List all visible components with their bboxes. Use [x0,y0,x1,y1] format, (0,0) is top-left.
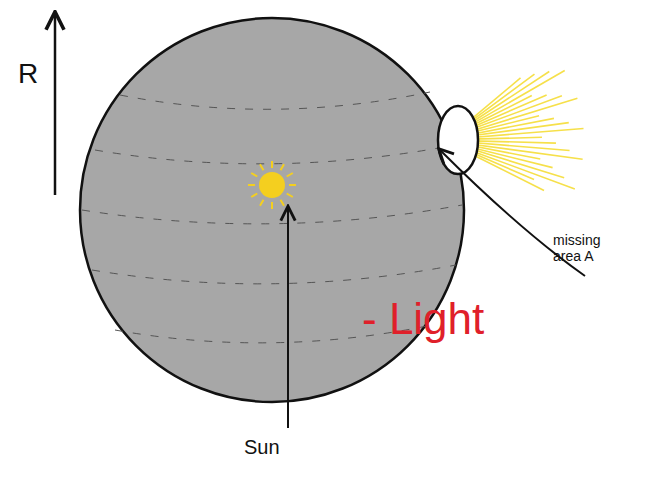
sun-ray [289,184,296,186]
sun-ray [260,164,264,170]
sun-ray [260,200,264,206]
light-ray [472,137,542,139]
sun-ray [281,200,285,206]
sun-ray [251,173,257,177]
sun-ray [248,184,255,186]
light-ray [471,154,544,191]
radius-arrow [54,14,57,195]
sun-ray [271,202,273,209]
light-rays [469,70,583,190]
light-ray [471,98,577,131]
light-ray [471,96,562,130]
callout-label: missing area A [553,232,617,264]
sun-ray [271,161,273,168]
sun-ray [251,194,257,198]
note-text: - Light [362,294,484,345]
sun-label: Sun [244,436,280,459]
sun-ray [287,194,293,198]
light-ray [472,116,539,133]
sphere [80,18,464,402]
sun-ray [281,164,285,170]
missing-area-hole [438,106,478,174]
radius-label: R [18,58,38,90]
light-ray [471,152,534,179]
light-ray [472,128,584,137]
sun-symbol [248,161,296,209]
sun-ray [287,173,293,177]
light-ray [471,151,575,189]
leader-line [287,208,289,428]
